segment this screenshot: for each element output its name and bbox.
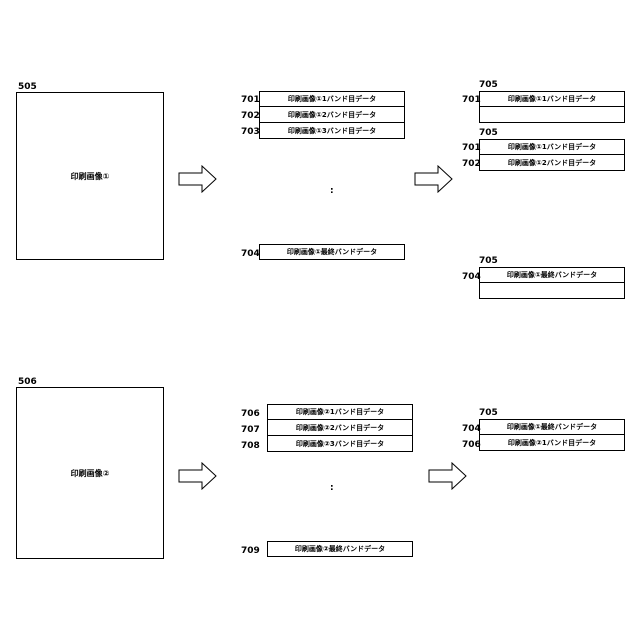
buffer-ref: 705: [479, 80, 498, 90]
band-ref: 706: [462, 440, 481, 450]
band-row: 印刷画像②3バンド目データ: [267, 436, 413, 452]
band-ref: 701: [462, 95, 481, 105]
arrow-icon: [178, 462, 218, 490]
arrow-icon: [178, 165, 218, 193]
band-row: 印刷画像①2バンド目データ: [259, 107, 405, 123]
band-ref: 708: [241, 441, 260, 451]
image-ref-506: 506: [18, 377, 37, 387]
band-row: 印刷画像②1バンド目データ: [267, 404, 413, 420]
ellipsis: :: [330, 483, 334, 493]
buffer-ref: 705: [479, 128, 498, 138]
buffer-row: 印刷画像①2バンド目データ: [479, 155, 625, 171]
band-ref: 704: [241, 249, 260, 259]
buffer-row: 印刷画像①1バンド目データ: [479, 139, 625, 155]
buffer-empty-row: [479, 107, 625, 123]
band-ref: 704: [462, 272, 481, 282]
print-image-2-box: 印刷画像②: [16, 387, 164, 559]
band-ref: 704: [462, 424, 481, 434]
buffer-row: 印刷画像①最終バンドデータ: [479, 419, 625, 435]
band-ref: 702: [241, 111, 260, 121]
buffer-ref: 705: [479, 256, 498, 266]
band-row: 印刷画像①3バンド目データ: [259, 123, 405, 139]
band-ref: 701: [462, 143, 481, 153]
band-ref: 709: [241, 546, 260, 556]
buffer-empty-row: [479, 283, 625, 299]
ellipsis: :: [330, 186, 334, 196]
last-band-row: 印刷画像②最終バンドデータ: [267, 541, 413, 557]
band-ref: 701: [241, 95, 260, 105]
last-band-row: 印刷画像①最終バンドデータ: [259, 244, 405, 260]
arrow-icon: [428, 462, 468, 490]
buffer-ref: 705: [479, 408, 498, 418]
band-ref: 703: [241, 127, 260, 137]
print-image-2-label: 印刷画像②: [71, 468, 110, 479]
band-ref: 702: [462, 159, 481, 169]
print-image-1-label: 印刷画像①: [71, 171, 110, 182]
arrow-icon: [414, 165, 454, 193]
buffer-row: 印刷画像①最終バンドデータ: [479, 267, 625, 283]
buffer-row: 印刷画像②1バンド目データ: [479, 435, 625, 451]
print-image-1-box: 印刷画像①: [16, 92, 164, 260]
band-ref: 706: [241, 409, 260, 419]
band-row: 印刷画像②2バンド目データ: [267, 420, 413, 436]
band-ref: 707: [241, 425, 260, 435]
image-ref-505: 505: [18, 82, 37, 92]
buffer-row: 印刷画像①1バンド目データ: [479, 91, 625, 107]
band-row: 印刷画像①1バンド目データ: [259, 91, 405, 107]
